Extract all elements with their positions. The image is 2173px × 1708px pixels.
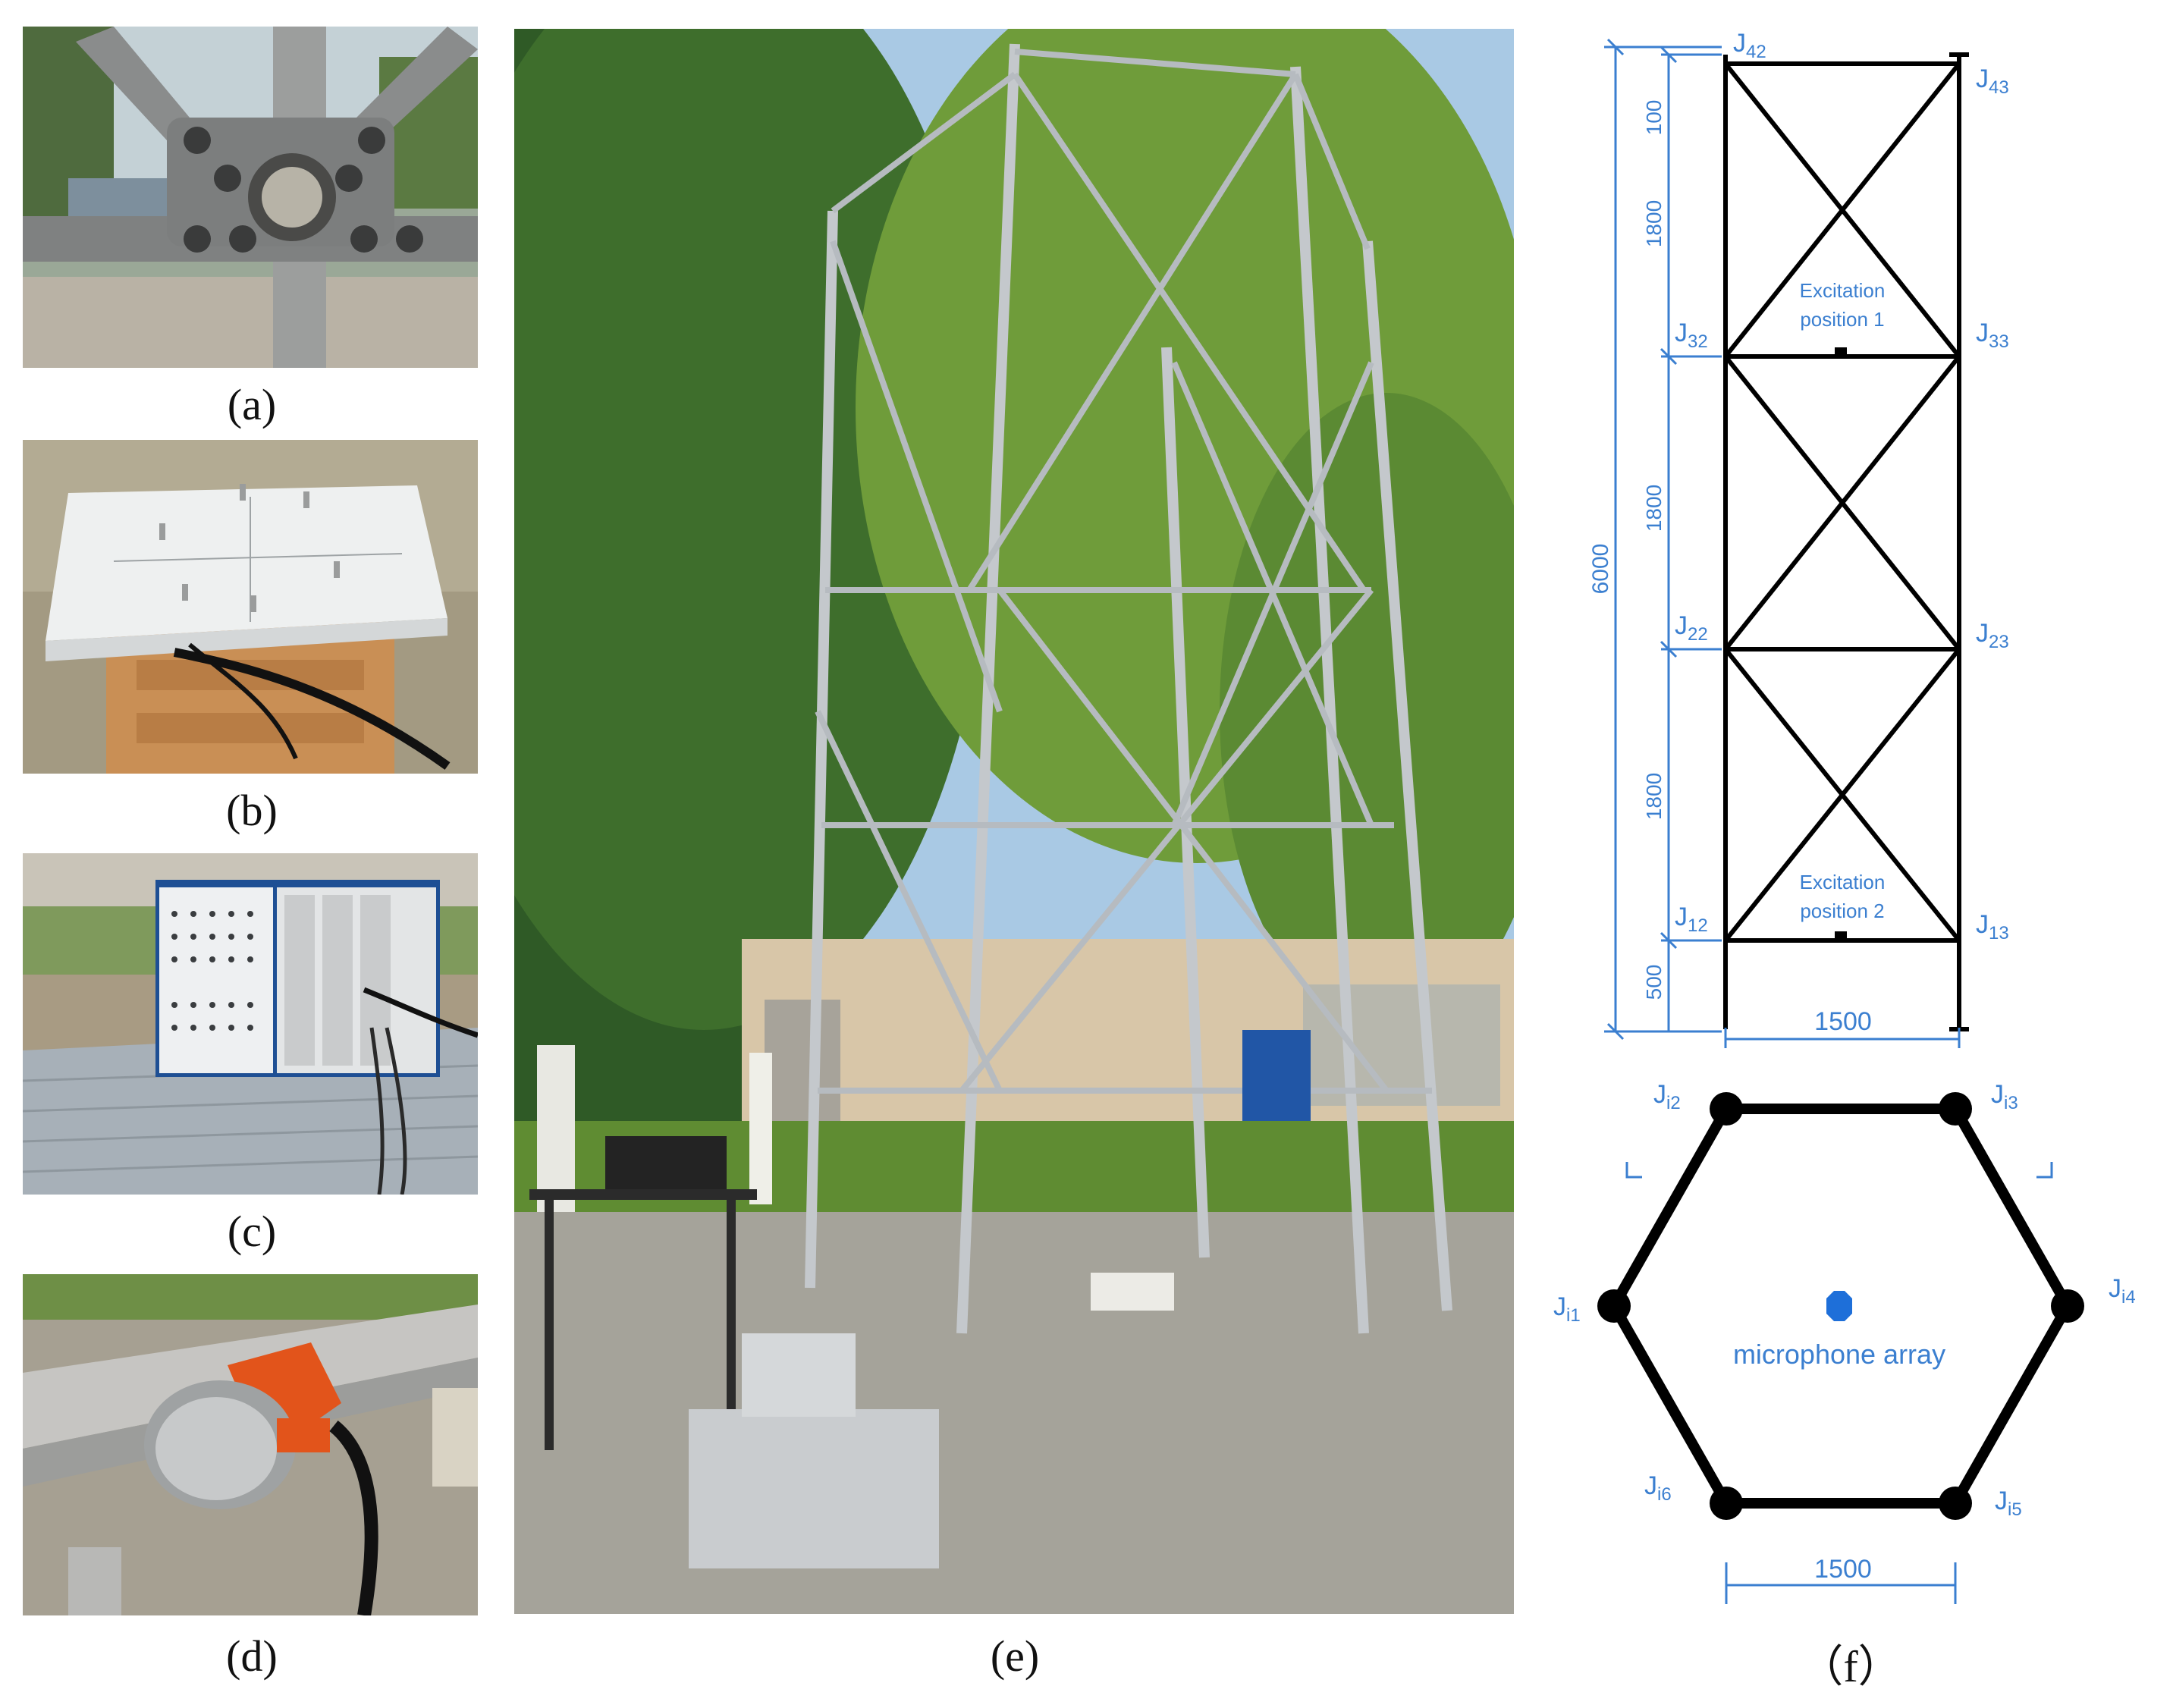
photo-b <box>23 440 478 774</box>
joint-j23: J23 <box>1976 619 2009 652</box>
joint-j32: J32 <box>1675 319 1708 352</box>
caption-b: (b) <box>226 786 278 835</box>
dim-total: 6000 <box>1588 544 1613 595</box>
excitation-label-2-line2: position 2 <box>1800 900 1884 922</box>
microphone-array-marker <box>1826 1291 1852 1321</box>
joint-j33: J33 <box>1976 319 2009 352</box>
structure-diagram: 6000 100 1800 1800 1800 500 1500 J42 J43… <box>1553 29 2136 1604</box>
dim-1800-top: 1800 <box>1642 200 1666 247</box>
joint-j43: J43 <box>1976 64 2009 98</box>
excitation-label-1-line1: Excitation <box>1800 279 1886 302</box>
joint-j22: J22 <box>1675 611 1708 645</box>
excitation-label-2-line1: Excitation <box>1800 871 1886 893</box>
dim-1800-bottom: 1800 <box>1642 773 1666 820</box>
plan-center-label: microphone array <box>1733 1339 1945 1370</box>
dim-1800-mid: 1800 <box>1642 485 1666 532</box>
photo-e <box>514 29 1514 1614</box>
excitation-marker-2 <box>1835 931 1847 940</box>
caption-c: (c) <box>227 1207 277 1256</box>
joint-j42: J42 <box>1733 29 1766 62</box>
joint-j13: J13 <box>1976 910 2009 943</box>
caption-a: (a) <box>227 380 277 429</box>
caption-e: (e) <box>990 1631 1040 1681</box>
photo-c <box>23 853 478 1195</box>
dim-500: 500 <box>1642 965 1666 1000</box>
dimension-lines <box>1604 38 1961 1048</box>
plan-joints <box>1597 1092 2084 1520</box>
photo-a <box>23 27 478 368</box>
excitation-marker-1 <box>1835 347 1847 356</box>
caption-f: （f） <box>1799 1642 1902 1691</box>
dim-100: 100 <box>1642 100 1666 136</box>
dim-width-plan: 1500 <box>1814 1555 1872 1584</box>
joint-j12: J12 <box>1675 903 1708 936</box>
dim-width-elevation: 1500 <box>1814 1007 1872 1036</box>
joint-ji5: Ji5 <box>1995 1487 2022 1520</box>
joint-ji3: Ji3 <box>1991 1080 2018 1113</box>
caption-d: (d) <box>226 1631 278 1681</box>
excitation-label-1-line2: position 1 <box>1800 308 1884 331</box>
joint-ji4: Ji4 <box>2109 1274 2136 1308</box>
joint-ji1: Ji1 <box>1553 1292 1581 1326</box>
joint-ji6: Ji6 <box>1644 1471 1672 1505</box>
joint-ji2: Ji2 <box>1653 1080 1681 1113</box>
photo-d <box>23 1274 478 1615</box>
